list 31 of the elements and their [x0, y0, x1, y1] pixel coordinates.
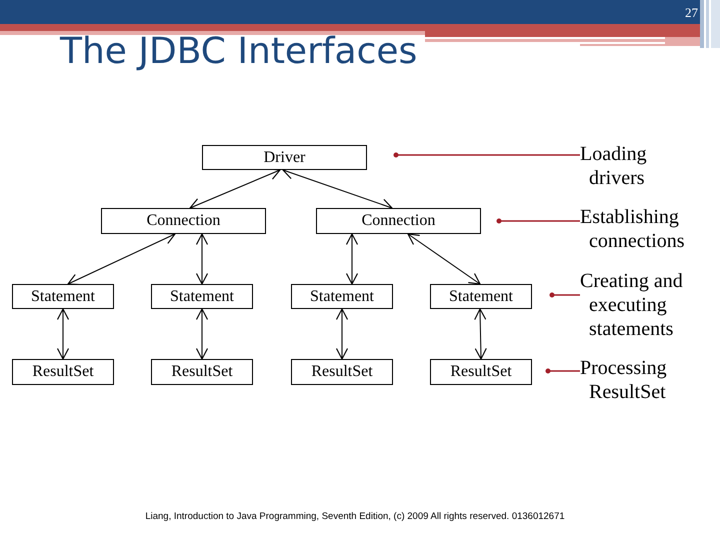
interface-box: Driver [202, 145, 367, 170]
interface-box: ResultSet [430, 359, 532, 385]
stage-label: Creating and executing statements [580, 269, 704, 341]
double-arrow [282, 168, 393, 210]
interface-box: ResultSet [291, 359, 393, 385]
double-arrow [407, 233, 481, 285]
double-arrow [189, 168, 281, 210]
slide-title: The JDBC Interfaces [60, 30, 418, 74]
double-arrow [56, 308, 70, 360]
stage-label: Establishing connections [580, 205, 704, 253]
interface-box: Statement [151, 284, 253, 309]
stage-label: Processing ResultSet [580, 356, 704, 404]
leader-line [496, 218, 580, 224]
stage-label: Loading drivers [580, 142, 704, 190]
interface-box: ResultSet [151, 359, 253, 385]
interface-box: Statement [291, 284, 393, 309]
double-arrow [67, 232, 176, 286]
double-arrow [196, 233, 208, 285]
double-arrow [346, 233, 358, 285]
leader-line [546, 368, 580, 374]
copyright-footer: Liang, Introduction to Java Programming, Seventh Edition, (c) 2009 All rights reserved. 0136012671 [140, 510, 570, 523]
interface-box: Statement [12, 284, 114, 309]
leader-line [394, 152, 580, 158]
interface-box: Statement [430, 284, 532, 309]
interface-box: ResultSet [12, 359, 114, 385]
interface-box: Connection [101, 208, 266, 234]
page-number: 27 [684, 5, 698, 21]
interface-box: Connection [316, 208, 481, 234]
double-arrow [336, 308, 348, 360]
double-arrow [196, 308, 208, 360]
double-arrow [474, 308, 487, 360]
